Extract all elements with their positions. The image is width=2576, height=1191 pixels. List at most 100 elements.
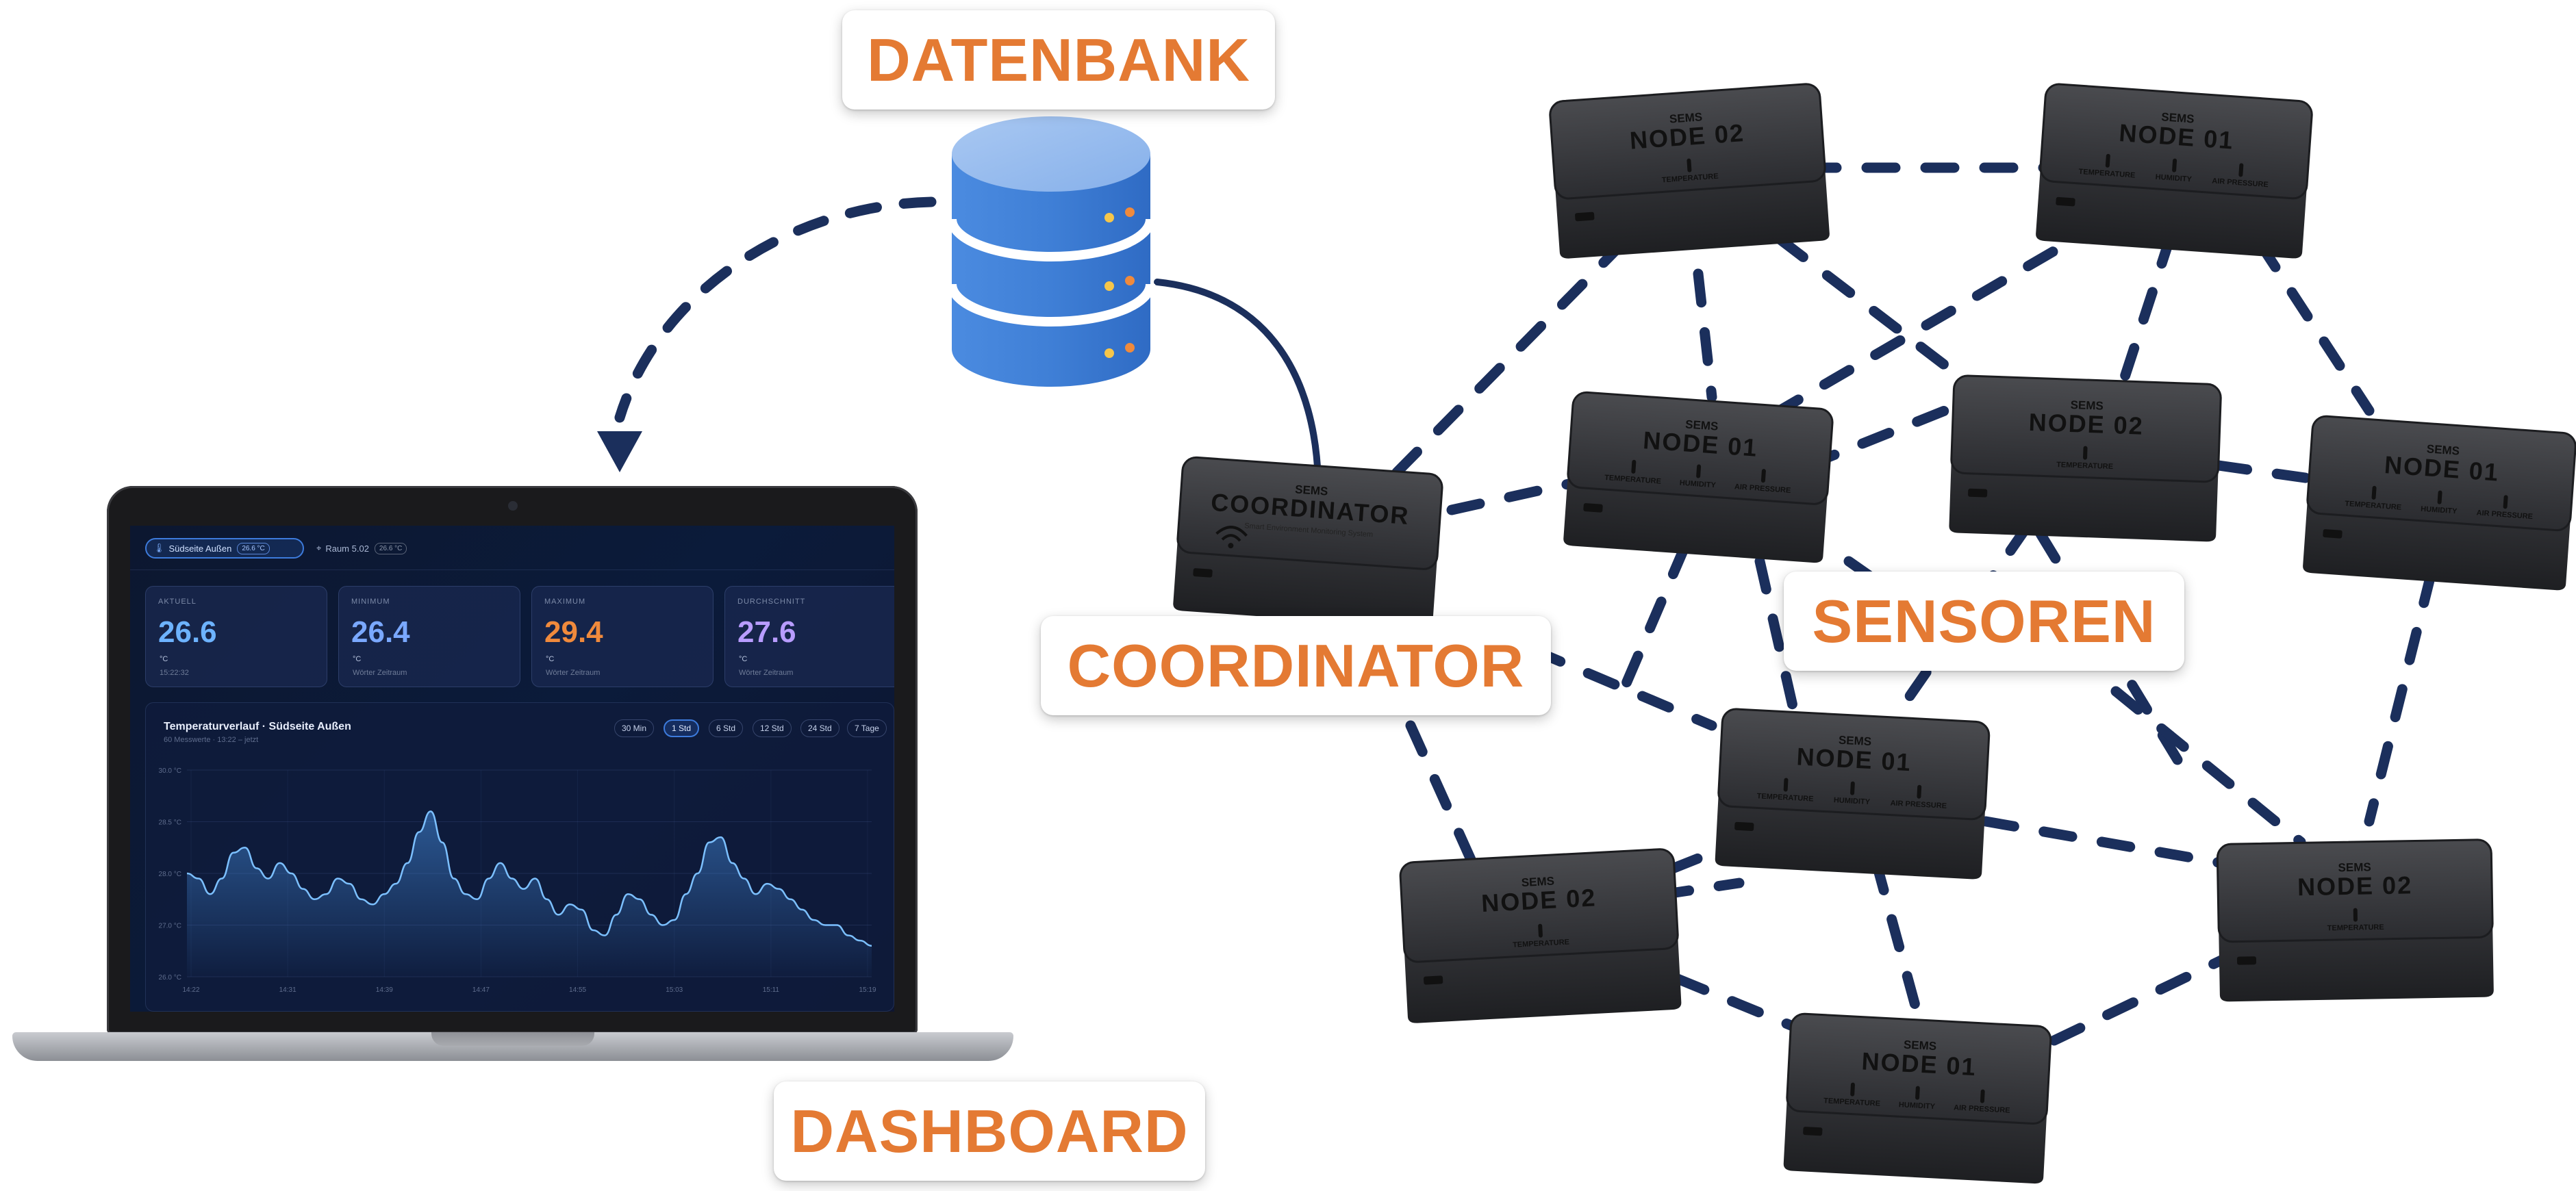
temperature-chart-card: Temperaturverlauf · Südseite Außen 60 Me… <box>145 702 894 1012</box>
mesh-link <box>1405 720 1478 868</box>
data-point <box>325 893 327 895</box>
db-dashboard-link <box>614 196 937 423</box>
stat-unit: °C <box>353 655 362 663</box>
temperature-area <box>187 811 872 977</box>
data-point <box>709 842 710 843</box>
device-title: NODE 01 <box>1796 742 1912 776</box>
coordinator-label-text: COORDINATOR <box>1067 631 1525 700</box>
data-point <box>604 934 605 936</box>
data-point <box>372 904 373 905</box>
data-point <box>534 878 535 879</box>
data-point <box>453 878 455 879</box>
data-point <box>279 862 280 864</box>
device-title: NODE 02 <box>1480 883 1597 917</box>
stat-card-current: AKTUELL 26.6 °C 15:22:32 <box>145 586 327 687</box>
stat-value: 29.4 <box>544 615 603 649</box>
data-point <box>848 934 849 936</box>
mesh-link <box>1672 973 1800 1032</box>
mesh-link <box>1617 542 1690 697</box>
chart-subtitle: 60 Messwerte · 13:22 – jetzt <box>164 736 259 744</box>
sensor-label: TEMPERATURE <box>2056 461 2113 471</box>
device-brand: SEMS <box>1685 418 1719 433</box>
data-point <box>430 810 431 812</box>
x-tick-label: 14:39 <box>376 986 393 994</box>
mesh-link <box>1391 231 1635 478</box>
sensor-icon <box>1687 158 1692 172</box>
data-point <box>790 899 791 900</box>
sensor-icon <box>1980 1089 1985 1103</box>
sensor-icon <box>2353 908 2358 922</box>
y-tick-label: 30.0 °C <box>159 767 181 775</box>
laptop-lid: 🌡 Südseite Außen 26.6 °C ⌖ Raum 5.02 26.… <box>107 486 918 1034</box>
mesh-link <box>1528 645 1717 731</box>
sensor-label: HUMIDITY <box>1679 479 1717 490</box>
data-point <box>407 862 408 864</box>
data-point <box>836 924 837 925</box>
data-point <box>801 909 803 910</box>
data-point <box>557 914 559 915</box>
y-tick-label: 28.5 °C <box>159 819 181 827</box>
sensor-label: AIR PRESSURE <box>2212 177 2269 190</box>
sensor-label: AIR PRESSURE <box>1890 799 1947 810</box>
range-30min-button[interactable]: 30 Min <box>614 719 655 737</box>
data-point <box>290 873 292 874</box>
sensor-label: AIR PRESSURE <box>1954 1103 2010 1114</box>
mesh-link <box>2364 569 2436 827</box>
range-12h-button[interactable]: 12 Std <box>753 719 792 737</box>
location-bar: 🌡 Südseite Außen 26.6 °C ⌖ Raum 5.02 26.… <box>130 526 894 570</box>
data-point <box>522 888 524 889</box>
range-1h-button[interactable]: 1 Std <box>664 719 700 737</box>
device-brand: SEMS <box>1521 875 1554 889</box>
sensor-label: HUMIDITY <box>1834 796 1871 806</box>
sensor-label: TEMPERATURE <box>2345 500 2402 512</box>
laptop-notch <box>431 1032 594 1046</box>
y-tick-label: 26.0 °C <box>159 974 181 982</box>
camera-icon <box>508 501 518 511</box>
x-tick-label: 14:22 <box>182 986 199 994</box>
sensor-icon <box>1850 781 1855 795</box>
wifi-icon <box>1215 526 1248 549</box>
sensor-icon <box>2437 490 2442 504</box>
arrow-down-icon <box>597 431 642 472</box>
location-other-badge: 26.6 °C <box>374 542 407 554</box>
data-point <box>778 888 779 889</box>
data-point <box>685 893 687 895</box>
data-point <box>349 883 350 884</box>
sensor-icon <box>1917 784 1922 799</box>
data-point <box>244 847 246 848</box>
range-6h-button[interactable]: 6 Std <box>709 719 744 737</box>
sensor-label: TEMPERATURE <box>2078 168 2136 180</box>
device-title: NODE 02 <box>2297 871 2413 901</box>
stat-unit: °C <box>160 655 168 663</box>
data-point <box>639 899 640 900</box>
mesh-link <box>1768 214 2114 420</box>
device-brand: SEMS <box>2161 110 2195 125</box>
data-point <box>267 878 268 879</box>
data-point <box>871 945 872 947</box>
stat-sub: Wörter Zeitraum <box>739 669 794 677</box>
device-brand: SEMS <box>1839 734 1872 748</box>
data-point <box>233 852 234 854</box>
location-tab-active[interactable]: 🌡 Südseite Außen 26.6 °C <box>145 538 304 559</box>
stat-card-average: DURCHSCHNITT 27.6 °C Wörter Zeitraum <box>724 586 894 687</box>
device-brand: SEMS <box>2426 442 2460 457</box>
data-point <box>674 919 675 921</box>
mesh-link <box>2049 953 2231 1046</box>
stat-sub: 15:22:32 <box>160 669 189 677</box>
sensor-label: TEMPERATURE <box>1823 1097 1880 1107</box>
range-24h-button[interactable]: 24 Std <box>800 719 839 737</box>
range-7d-button[interactable]: 7 Tage <box>847 719 887 737</box>
mesh-link <box>2117 231 2176 389</box>
data-point <box>592 930 594 931</box>
sensor-label: TEMPERATURE <box>2327 923 2384 932</box>
stat-value: 27.6 <box>737 615 796 649</box>
database-icon <box>947 116 1155 387</box>
mesh-link <box>2213 460 2320 485</box>
data-point <box>302 888 303 889</box>
data-point <box>337 878 338 879</box>
location-tab[interactable]: ⌖ Raum 5.02 26.6 °C <box>310 538 437 559</box>
data-point <box>186 873 188 874</box>
